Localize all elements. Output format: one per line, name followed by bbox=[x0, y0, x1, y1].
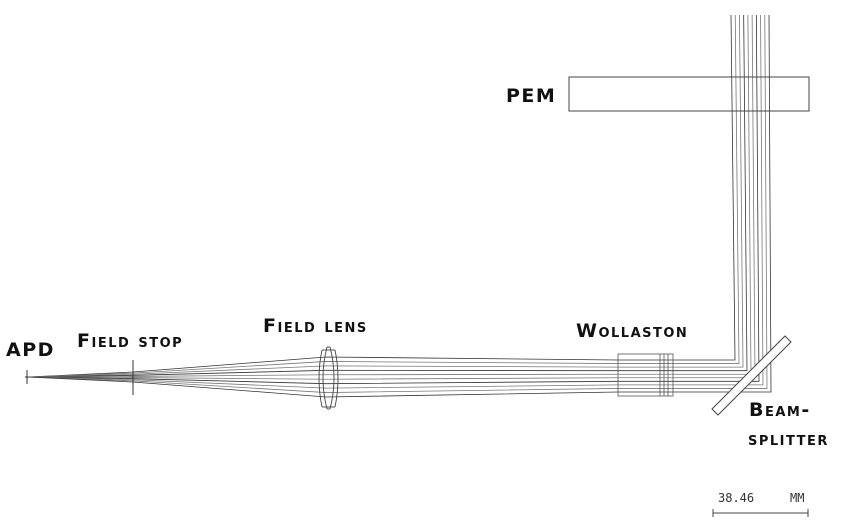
scale-bar bbox=[712, 509, 809, 517]
label-pem: PEM bbox=[506, 85, 557, 107]
field-lens bbox=[318, 346, 339, 410]
scale-unit: MM bbox=[790, 491, 805, 505]
wollaston-prism bbox=[617, 353, 674, 397]
scale-value: 38.46 bbox=[718, 491, 755, 505]
beam-splitter bbox=[711, 335, 792, 416]
label-field-stop: Field stop bbox=[77, 330, 184, 352]
label-splitter: splitter bbox=[748, 428, 829, 450]
pem-box bbox=[568, 76, 810, 112]
label-apd: APD bbox=[6, 339, 55, 361]
label-beam: Beam- bbox=[749, 399, 811, 421]
label-wollaston: Wollaston bbox=[576, 320, 689, 342]
label-field-lens: Field lens bbox=[263, 315, 368, 337]
apd-detector bbox=[25, 370, 30, 384]
